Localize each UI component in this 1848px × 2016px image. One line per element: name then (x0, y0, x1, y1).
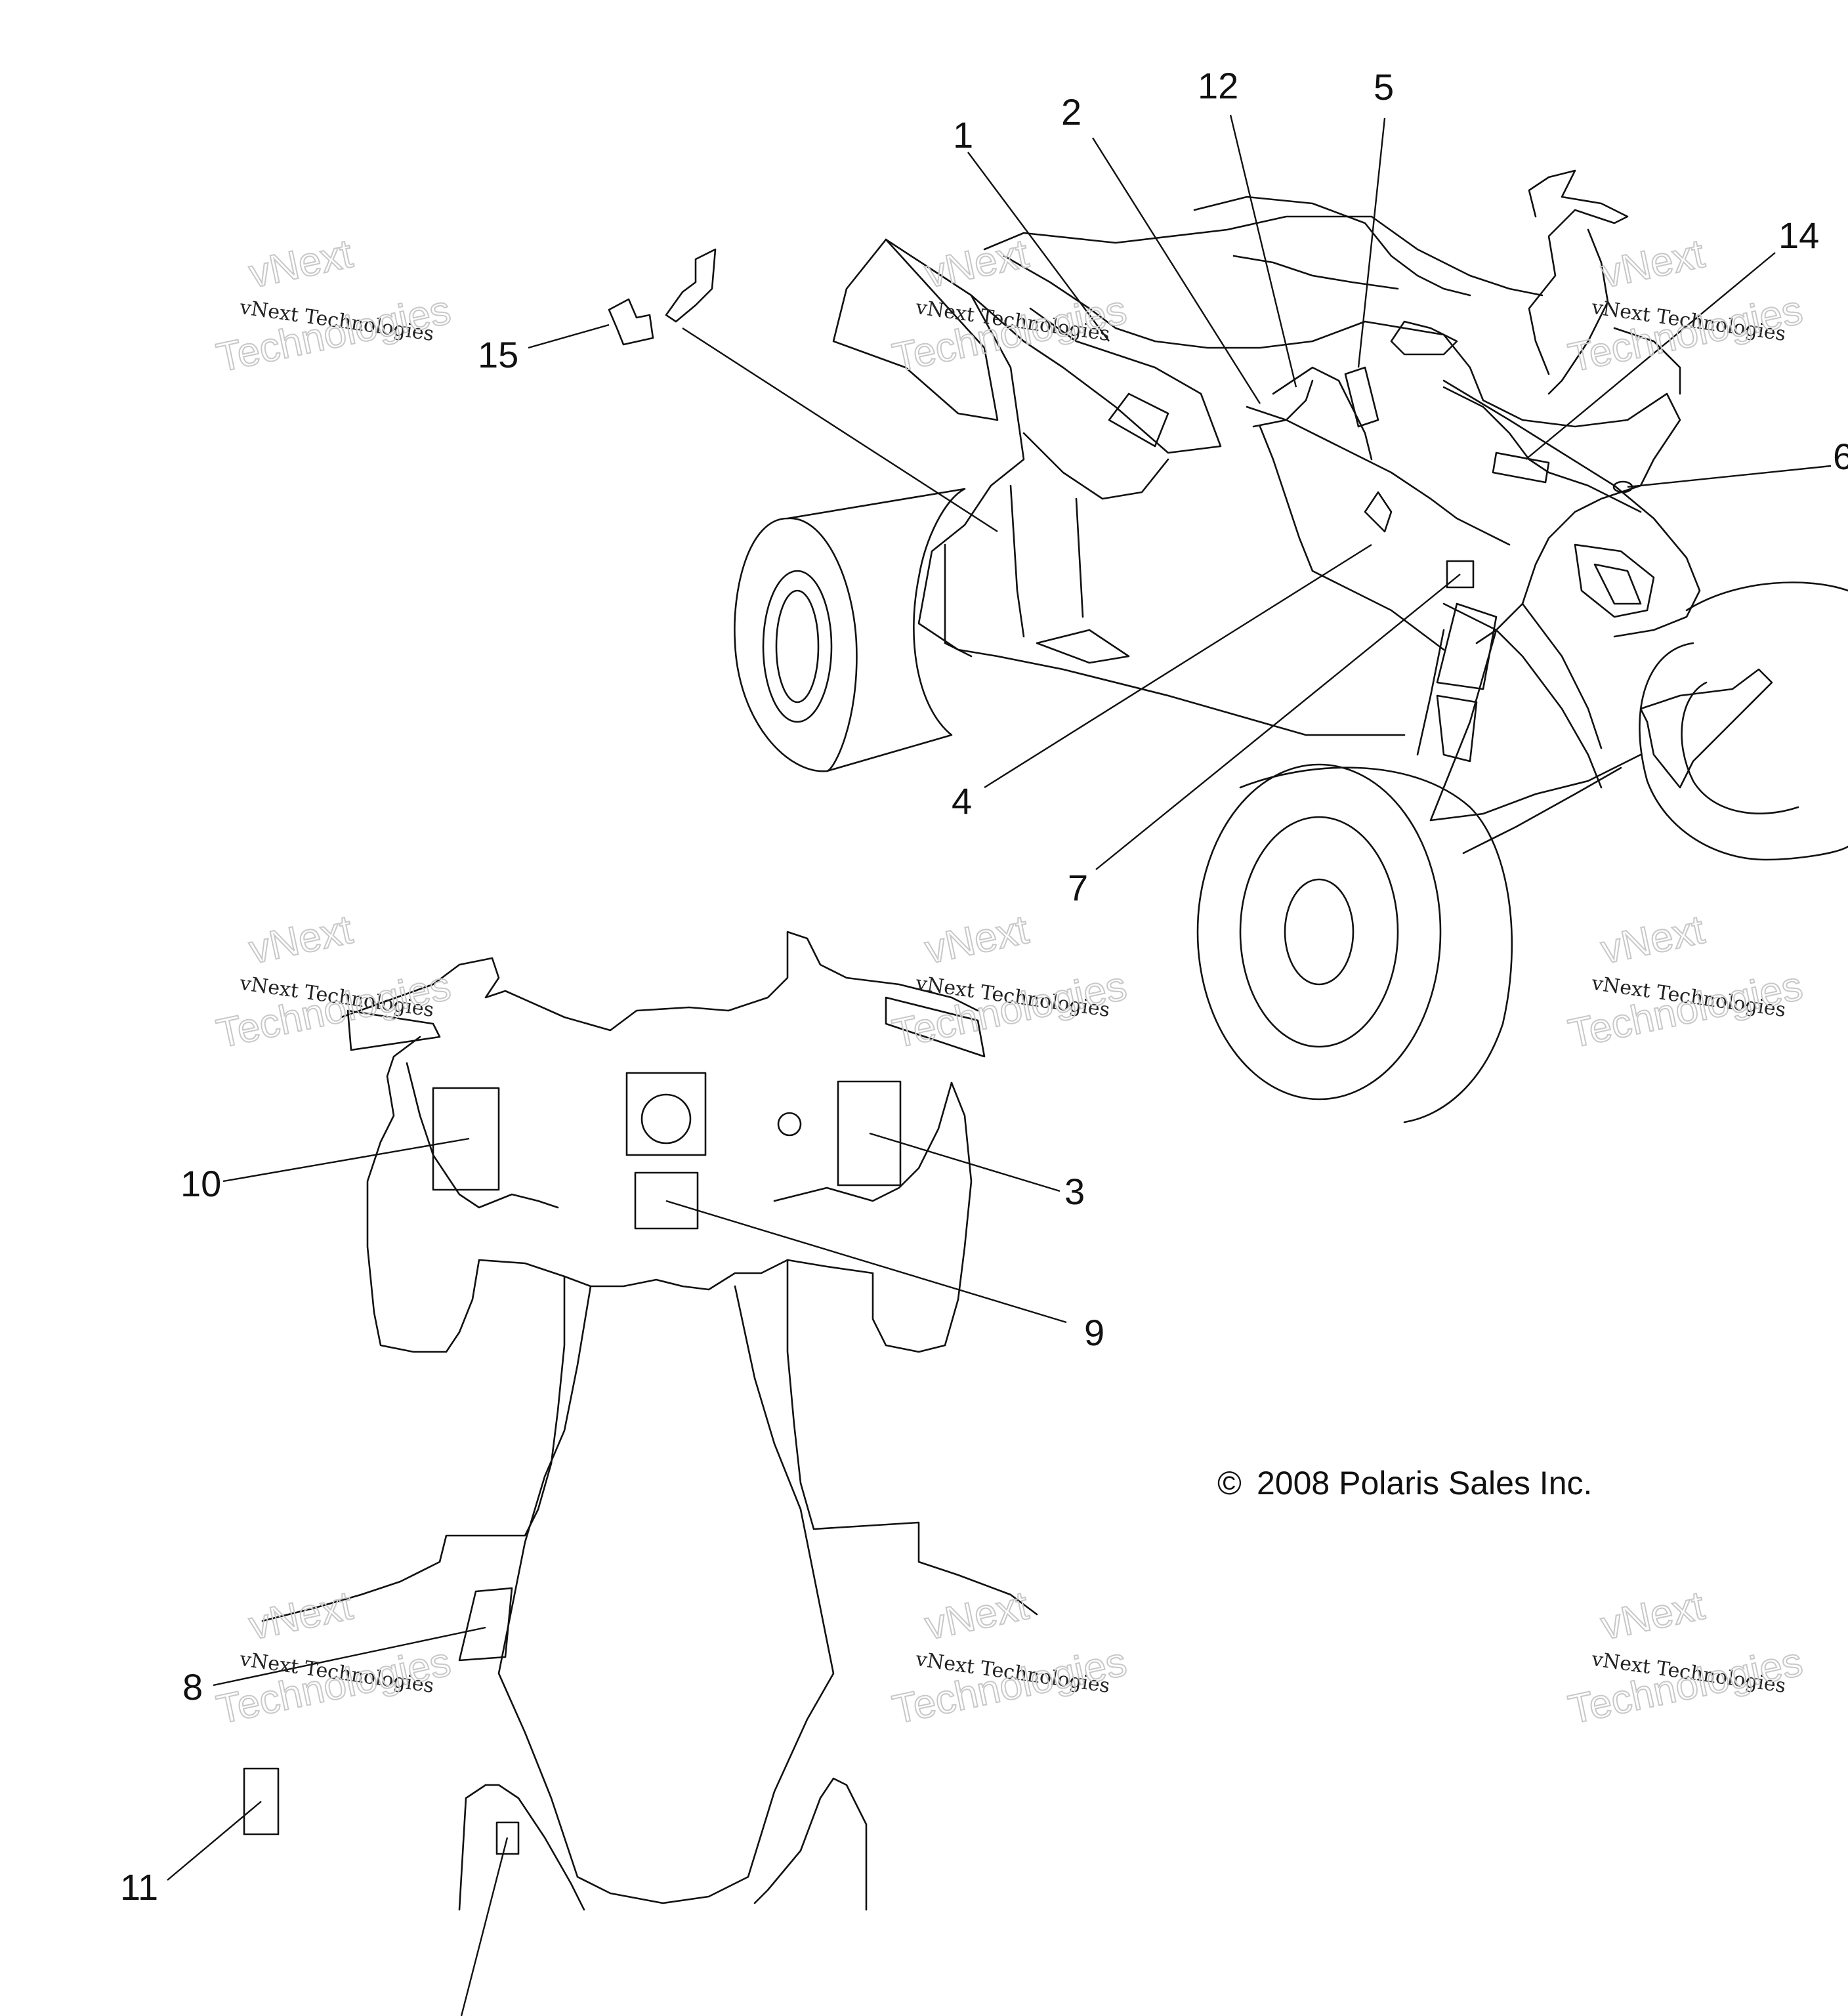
callout-8: 8 (182, 1666, 203, 1708)
callout-5: 5 (1374, 66, 1394, 108)
svg-text:vNext: vNext (1597, 231, 1708, 297)
front-wheel-right (1639, 581, 1848, 861)
callout-12: 12 (1198, 65, 1238, 106)
callout-1: 1 (953, 114, 973, 156)
callout-10: 10 (180, 1163, 221, 1204)
callout-4: 4 (952, 780, 972, 822)
svg-text:vNext: vNext (921, 231, 1032, 297)
svg-text:vNext: vNext (921, 907, 1032, 973)
decal-10-shape (432, 1087, 500, 1191)
svg-text:vNext: vNext (921, 1583, 1032, 1648)
decal-bottom-shape (495, 1821, 520, 1855)
watermark: vNext vNext Technologies Technologies (888, 906, 1131, 1058)
svg-text:vNext: vNext (245, 907, 356, 973)
decal-7-shape (1446, 560, 1475, 589)
callout-11: 11 (120, 1866, 158, 1908)
atv-body-outline (832, 238, 999, 421)
watermark: vNext vNext Technologies Technologies (888, 1582, 1131, 1734)
decal-1-shape (1108, 392, 1169, 448)
decal-4-shape (1364, 491, 1393, 533)
rear-wheel (734, 488, 966, 772)
callout-9: 9 (1084, 1312, 1104, 1353)
watermark: vNext vNext Technologies Technologies (212, 906, 455, 1058)
decal-15 (608, 248, 717, 346)
watermark: vNext vNext Technologies Technologies (212, 230, 455, 382)
copyright-text: 2008 Polaris Sales Inc. (1257, 1465, 1592, 1502)
decal-8-shape (458, 1587, 513, 1662)
leader-lines (167, 114, 1832, 2016)
callout-15: 15 (478, 334, 518, 375)
watermark: vNext vNext Technologies Technologies (1564, 1582, 1807, 1734)
atv-top-view (243, 931, 1038, 1911)
svg-text:vNext: vNext (1597, 907, 1708, 973)
copyright-notice: © 2008 Polaris Sales Inc. (1217, 1465, 1592, 1502)
decal-center-shape (625, 1072, 707, 1156)
callout-7: 7 (1068, 867, 1088, 908)
front-wheel (1196, 763, 1513, 1124)
copyright-symbol: © (1217, 1465, 1242, 1502)
decal-11-shape (243, 1767, 280, 1836)
callout-14: 14 (1778, 215, 1819, 256)
watermark: vNext vNext Technologies Technologies (1564, 906, 1807, 1058)
svg-text:vNext: vNext (245, 231, 356, 297)
svg-text:vNext: vNext (245, 1583, 356, 1648)
watermark: vNext vNext Technologies Technologies (888, 230, 1131, 382)
callout-6: 6 (1833, 436, 1848, 477)
decal-14-shape (1492, 452, 1550, 484)
svg-text:vNext: vNext (1597, 1583, 1708, 1648)
callout-labels: 1 2 3 4 5 6 7 8 9 10 11 12 14 15 (120, 65, 1848, 1908)
callout-3: 3 (1064, 1171, 1085, 1212)
callout-2: 2 (1061, 91, 1082, 133)
decal-5-shape (1344, 366, 1379, 428)
decal-3-shape (837, 1080, 902, 1186)
watermark: vNext vNext Technologies Technologies (1564, 230, 1807, 382)
atv-side-view (734, 169, 1848, 1124)
decal-9-shape (634, 1171, 699, 1230)
watermark: vNext vNext Technologies Technologies (212, 1582, 455, 1734)
